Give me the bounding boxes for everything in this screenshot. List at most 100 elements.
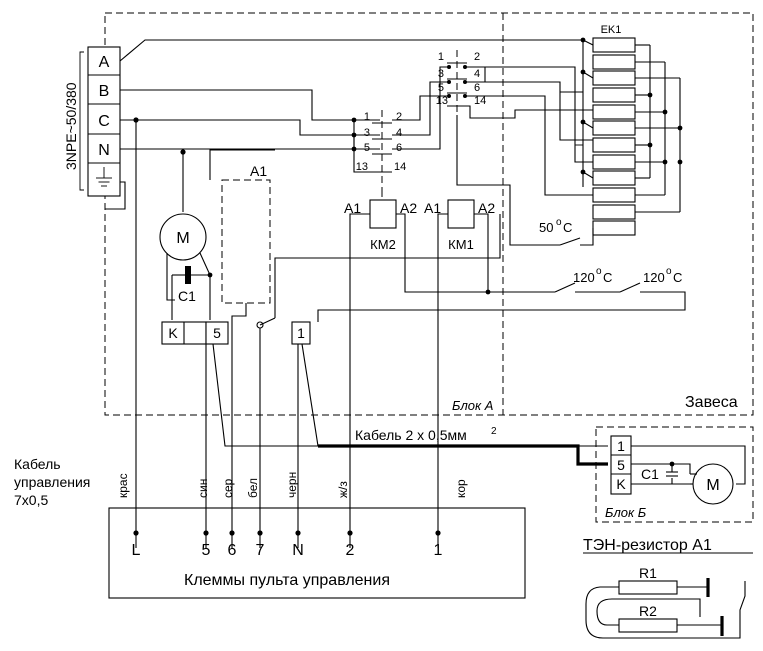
motor-terminal-block: K 5 [161, 321, 229, 345]
svg-text:M: M [176, 230, 189, 247]
cable-label: Кабель 2 х 0,5мм [355, 427, 467, 443]
phase-b-line [120, 89, 380, 121]
block-b-terminals: 1 5 K [610, 435, 632, 495]
svg-text:C: C [563, 220, 572, 235]
svg-text:1: 1 [364, 111, 370, 123]
r2-label: R2 [639, 603, 657, 619]
block-a-label: Блок А [452, 398, 493, 413]
km1-coil: КМ1 A1 A2 [424, 199, 495, 252]
svg-text:o: o [596, 266, 602, 277]
phase-a-line [119, 39, 583, 62]
svg-text:3: 3 [438, 68, 444, 80]
svg-text:C1: C1 [641, 466, 659, 482]
svg-text:13: 13 [436, 95, 448, 107]
resistor-title: ТЭН-резистор А1 [583, 537, 712, 554]
svg-text:K: K [168, 325, 178, 341]
svg-text:4: 4 [396, 127, 402, 139]
svg-text:C: C [673, 270, 682, 285]
a1-block-label: A1 [250, 163, 267, 179]
svg-text:2: 2 [491, 426, 497, 437]
contactor-contacts-top: 1 2 3 4 5 6 13 14 [436, 50, 486, 115]
svg-text:5: 5 [364, 142, 370, 154]
panel-terminal-dots [133, 530, 441, 536]
svg-text:бел: бел [246, 478, 260, 498]
control-cable-line1: Кабель [14, 456, 61, 472]
svg-text:N: N [292, 542, 304, 559]
control-cable-line2: управления [14, 474, 90, 490]
a1-resistor-block [221, 179, 271, 304]
zavesa-boundary [104, 12, 754, 416]
block-b-capacitor: C1 [641, 464, 678, 482]
svg-text:2: 2 [474, 51, 480, 63]
block-b-label: Блок Б [605, 505, 647, 520]
svg-text:M: M [706, 477, 719, 494]
svg-text:3: 3 [364, 127, 370, 139]
svg-text:1: 1 [297, 325, 305, 341]
km2-coil: КМ2 A1 A2 [344, 199, 417, 252]
svg-text:черн: черн [285, 472, 299, 498]
svg-text:6: 6 [474, 82, 480, 94]
svg-text:14: 14 [474, 95, 486, 107]
svg-text:A1: A1 [344, 200, 361, 216]
svg-text:5: 5 [617, 457, 625, 473]
svg-text:сер: сер [221, 478, 235, 498]
phase-c-line [120, 119, 380, 136]
svg-text:4: 4 [474, 68, 480, 80]
terminal-c: C [98, 113, 110, 130]
thermostat-120a-value: 120 [573, 270, 595, 285]
capacitor-label: C1 [178, 288, 196, 304]
ek1-label: EK1 [601, 24, 622, 36]
supply-terminal-block: A B C N [87, 46, 121, 197]
thermostat-50-value: 50 [539, 220, 553, 235]
ground-icon [96, 167, 112, 187]
svg-text:o: o [556, 217, 562, 228]
block-b-motor-icon: M [692, 463, 734, 505]
svg-text:A2: A2 [478, 200, 495, 216]
svg-text:2: 2 [396, 111, 402, 123]
wire-color-labels: крас син сер бел черн ж/з кор [116, 472, 468, 498]
terminal-n: N [98, 142, 110, 159]
svg-text:13: 13 [356, 161, 368, 173]
motor-icon: M [159, 213, 207, 261]
svg-text:1: 1 [617, 438, 625, 454]
svg-text:син: син [196, 479, 210, 498]
svg-text:o: o [666, 266, 672, 277]
block-b-boundary [595, 426, 754, 523]
svg-text:A1: A1 [424, 200, 441, 216]
svg-text:1: 1 [438, 51, 444, 63]
svg-text:6: 6 [396, 142, 402, 154]
supply-label: 3NPE~50/380 [63, 82, 79, 170]
terminal-b: B [99, 83, 110, 100]
svg-text:L: L [132, 542, 141, 559]
svg-text:КМ1: КМ1 [448, 237, 474, 252]
svg-text:1: 1 [434, 542, 443, 559]
svg-text:ж/з: ж/з [336, 481, 350, 498]
r1-label: R1 [639, 565, 657, 581]
svg-text:K: K [616, 476, 626, 492]
svg-text:2: 2 [346, 542, 355, 559]
svg-text:5: 5 [213, 325, 221, 341]
svg-text:6: 6 [228, 542, 237, 559]
control-cable-line3: 7x0,5 [14, 492, 48, 508]
svg-text:кор: кор [454, 479, 468, 498]
thermostat-120b-value: 120 [643, 270, 665, 285]
svg-text:14: 14 [394, 161, 406, 173]
svg-text:КМ2: КМ2 [370, 237, 396, 252]
svg-text:крас: крас [116, 473, 130, 498]
svg-text:5: 5 [202, 542, 211, 559]
resistor-schematic: R1 R2 [585, 565, 746, 639]
control-panel [108, 507, 526, 599]
panel-terminal-labels: L 5 6 7 N 2 1 [132, 542, 443, 559]
svg-text:5: 5 [438, 82, 444, 94]
terminal-a: A [99, 54, 110, 71]
panel-title: Клеммы пульта управления [184, 572, 390, 589]
zavesa-label: Завеса [685, 394, 738, 411]
svg-text:7: 7 [256, 542, 265, 559]
heater-elements [592, 37, 636, 236]
svg-text:A2: A2 [400, 200, 417, 216]
contactor-contacts-mid: 1 2 3 4 5 6 13 14 [351, 110, 406, 198]
svg-text:C: C [603, 270, 612, 285]
terminal-1-block: 1 [291, 321, 311, 345]
cable-2x05 [318, 444, 608, 466]
